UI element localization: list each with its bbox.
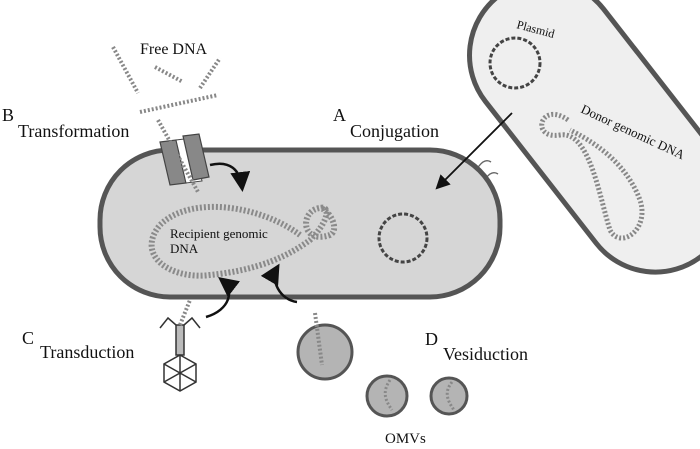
transformation-label: Transformation	[18, 121, 129, 141]
free-dna-label: Free DNA	[140, 41, 208, 58]
recipient-plasmid	[377, 212, 429, 264]
transduction-letter: C	[22, 328, 34, 348]
bacteriophage	[159, 299, 201, 392]
omv-2	[429, 376, 469, 416]
transformation-letter: B	[2, 105, 14, 125]
budding-omv	[296, 312, 354, 381]
recipient-genomic-dna	[148, 203, 338, 279]
omvs-label: OMVs	[385, 431, 426, 447]
recipient-cell	[97, 147, 503, 300]
recipient-dna-label-2: DNA	[170, 241, 199, 256]
donor-cell	[467, 0, 700, 275]
donor-plasmid	[488, 36, 542, 90]
transduction-label: Transduction	[40, 342, 134, 362]
recipient-dna-label-1: Recipient genomic	[170, 226, 268, 241]
transformation-arrow	[209, 162, 251, 192]
omv-1	[365, 374, 409, 418]
omv-1-dna	[383, 379, 394, 411]
conjugation-label: Conjugation	[350, 121, 439, 141]
transformation-channel	[156, 119, 210, 193]
free-dna-fragments	[111, 46, 222, 114]
conjugation-letter: A	[333, 105, 346, 125]
transduction-arrow	[205, 276, 240, 319]
vesiduction-letter: D	[425, 329, 438, 349]
vesiduction-label: Vesiduction	[443, 344, 528, 364]
vesiduction-arrow	[260, 263, 298, 304]
conjugation-arrow	[435, 112, 513, 190]
